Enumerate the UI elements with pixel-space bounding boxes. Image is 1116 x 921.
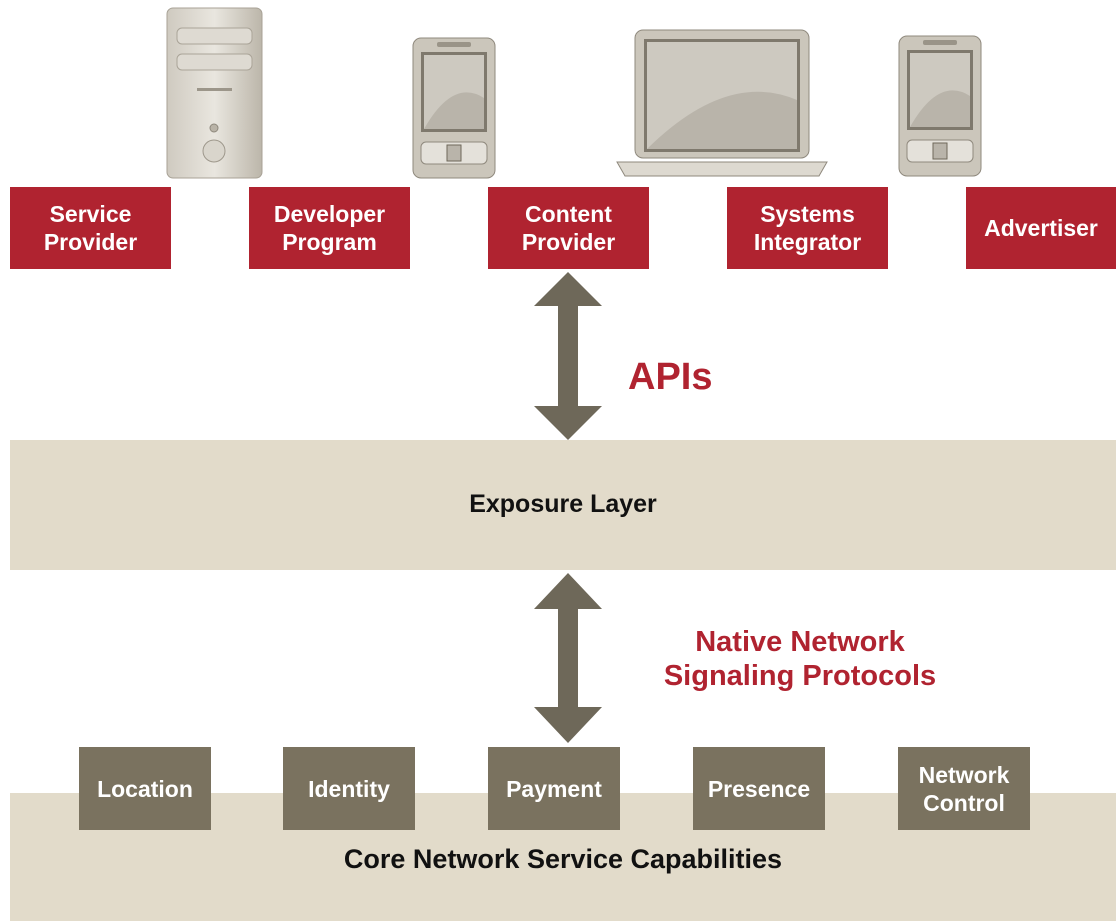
- role-service-provider: Service Provider: [10, 187, 171, 269]
- capability-identity: Identity: [283, 747, 415, 830]
- server-icon: [166, 7, 263, 179]
- role-developer-program: Developer Program: [249, 187, 410, 269]
- handheld-icon: [412, 37, 496, 179]
- protocols-arrow: [534, 573, 602, 743]
- capability-payment: Payment: [488, 747, 620, 830]
- apis-arrow: [534, 272, 602, 440]
- role-advertiser: Advertiser: [966, 187, 1116, 269]
- apis-label: APIs: [628, 356, 713, 398]
- capability-network-control: Network Control: [898, 747, 1030, 830]
- core-network-label: Core Network Service Capabilities: [343, 844, 783, 874]
- protocols-label: Native Network Signaling Protocols: [663, 626, 937, 692]
- capability-location: Location: [79, 747, 211, 830]
- role-content-provider: Content Provider: [488, 187, 649, 269]
- capability-presence: Presence: [693, 747, 825, 830]
- role-systems-integrator: Systems Integrator: [727, 187, 888, 269]
- laptop-icon: [616, 29, 828, 177]
- handheld-icon: [898, 35, 982, 177]
- exposure-layer-label: Exposure Layer: [469, 490, 657, 518]
- exposure-layer-band: Exposure Layer: [10, 440, 1116, 570]
